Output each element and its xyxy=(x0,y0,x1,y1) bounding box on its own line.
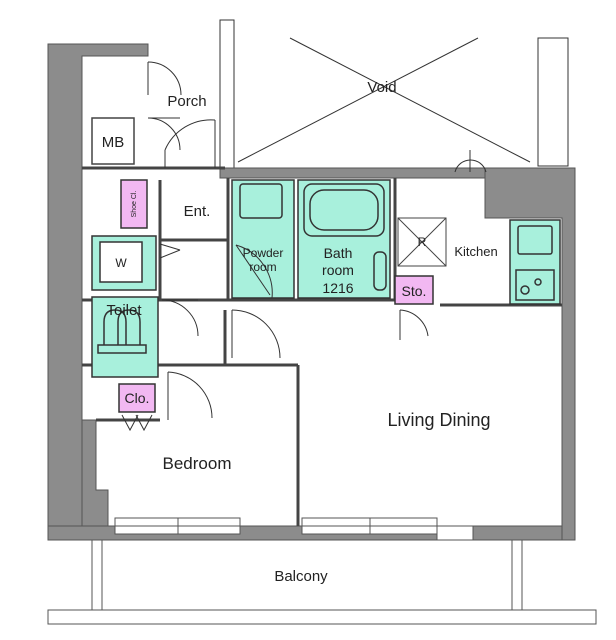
washer-box xyxy=(99,241,143,283)
mb-box xyxy=(91,117,135,165)
balcony-label: Balcony xyxy=(274,568,328,585)
kitchen-label: Kitchen xyxy=(454,244,497,259)
void-area xyxy=(219,19,569,169)
storage-label: Sto. xyxy=(402,283,427,299)
closet-label: Clo. xyxy=(125,390,150,406)
bedroom-closet xyxy=(118,383,156,413)
stove xyxy=(515,269,555,301)
mb-label: MB xyxy=(102,134,125,151)
bath-size-label: 1216 xyxy=(322,280,353,296)
room-labels: Void Porch MB Shoe Cl. Ent. W Powder roo… xyxy=(102,79,498,585)
kitchen-sink xyxy=(517,225,553,255)
bath-room-label-1: Bath xyxy=(324,245,353,261)
refrigerator-space xyxy=(397,217,447,267)
shoe-closet xyxy=(120,179,148,229)
bathtub xyxy=(303,183,385,237)
toilet-label: Toilet xyxy=(106,302,142,319)
refrigerator-label: R xyxy=(418,235,427,249)
porch-label: Porch xyxy=(167,93,206,110)
storage-closet xyxy=(394,275,434,305)
sink xyxy=(239,183,283,219)
bath-room-label-2: room xyxy=(322,262,354,278)
storage-areas xyxy=(118,179,434,413)
washer-label: W xyxy=(115,256,127,270)
windows xyxy=(114,517,474,541)
void-label: Void xyxy=(367,79,396,96)
entrance-label: Ent. xyxy=(184,203,211,220)
fixtures xyxy=(97,183,555,354)
shoe-closet-label: Shoe Cl. xyxy=(131,191,138,218)
powder-room-label-2: room xyxy=(249,260,276,274)
powder-room xyxy=(231,179,295,299)
powder-room-label-1: Powder xyxy=(243,246,284,260)
bedroom-label: Bedroom xyxy=(163,454,232,473)
doors xyxy=(121,61,487,432)
balcony-area xyxy=(47,539,597,625)
living-dining-label: Living Dining xyxy=(387,410,490,430)
